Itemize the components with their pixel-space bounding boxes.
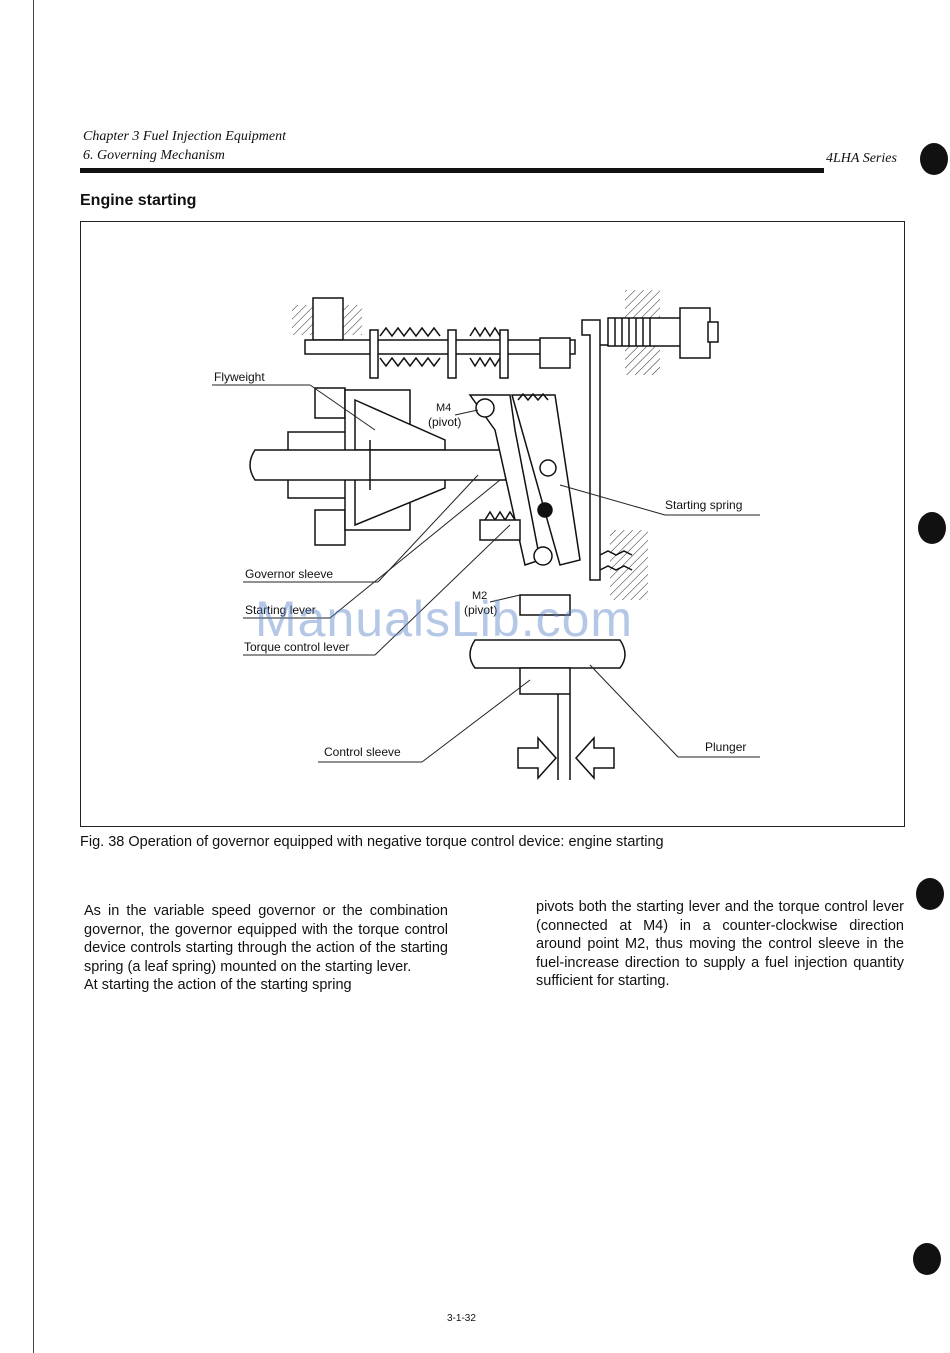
label-m4: M4 xyxy=(436,402,451,414)
section-title: Engine starting xyxy=(80,192,197,209)
chapter-title: Chapter 3 Fuel Injection Equipment xyxy=(83,129,286,144)
page-margin-line xyxy=(33,0,34,1353)
label-flyweight: Flyweight xyxy=(214,370,265,384)
label-starting-lever: Starting lever xyxy=(245,603,316,617)
header-rule xyxy=(80,168,824,172)
paragraph: At starting the action of the starting s… xyxy=(84,977,352,994)
body-right-column: pivots both the starting lever and the t… xyxy=(536,898,904,991)
header-rule-thin xyxy=(80,172,824,173)
paragraph: pivots both the starting lever and the t… xyxy=(536,899,904,990)
chapter-subtitle: 6. Governing Mechanism xyxy=(83,148,225,163)
label-m2: M2 xyxy=(472,590,487,602)
label-torque-control-lever: Torque control lever xyxy=(244,640,349,654)
label-m4-pivot: (pivot) xyxy=(428,415,461,429)
label-governor-sleeve: Governor sleeve xyxy=(245,567,333,581)
body-left-column: As in the variable speed governor or the… xyxy=(84,902,448,995)
figure-caption: Fig. 38 Operation of governor equipped w… xyxy=(80,834,664,850)
binder-hole-icon xyxy=(913,1243,941,1275)
paragraph: As in the variable speed governor or the… xyxy=(84,903,448,975)
figure-frame xyxy=(80,221,905,827)
page-number: 3-1-32 xyxy=(447,1313,476,1324)
label-plunger: Plunger xyxy=(705,740,746,754)
watermark: ManualsLib.com xyxy=(255,591,634,647)
chapter-heading: Chapter 3 Fuel Injection Equipment 6. Go… xyxy=(83,127,286,165)
binder-hole-icon xyxy=(916,878,944,910)
series-label: 4LHA Series xyxy=(826,151,897,166)
label-m2-pivot: (pivot) xyxy=(464,603,497,617)
binder-hole-icon xyxy=(918,512,946,544)
binder-hole-icon xyxy=(920,143,948,175)
label-starting-spring: Starting spring xyxy=(665,498,742,512)
label-control-sleeve: Control sleeve xyxy=(324,745,401,759)
